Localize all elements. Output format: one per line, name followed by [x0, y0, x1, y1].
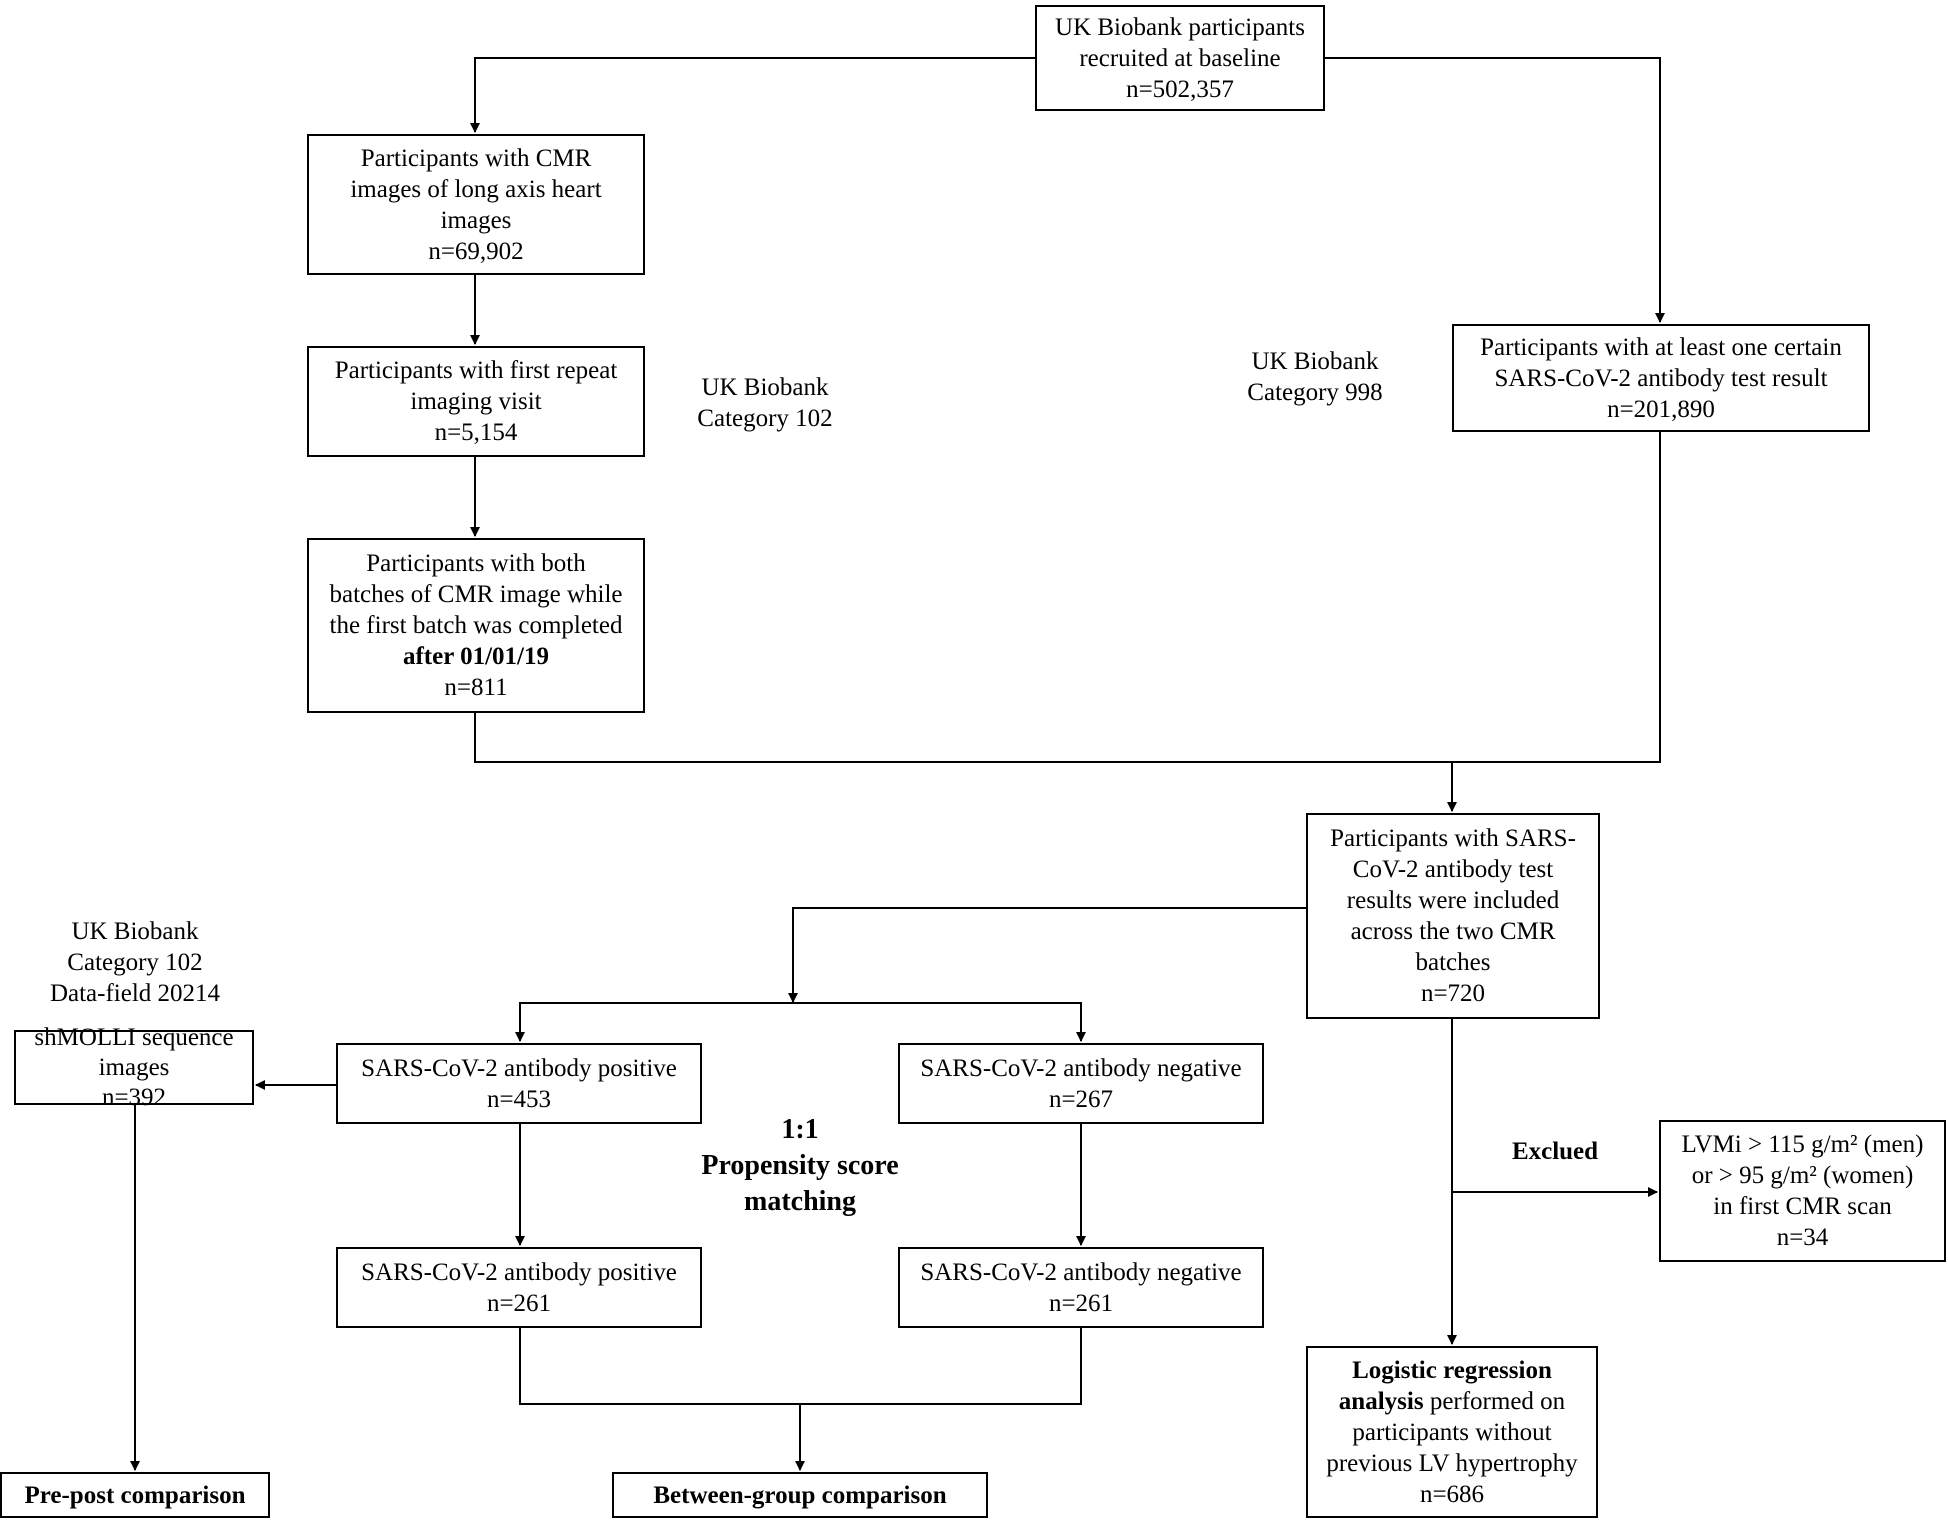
box-shmolli-images: shMOLLI sequence images n=392 — [14, 1024, 254, 1111]
line-both-merge — [474, 432, 1661, 763]
box-cmr-long-axis: Participants with CMR images of long axi… — [307, 134, 645, 275]
line-pos2-neg2-merge — [519, 1328, 1082, 1405]
box-both-batches: Participants with both batches of CMR im… — [307, 538, 645, 713]
label-category-102: UK Biobank Category 102 — [697, 374, 833, 432]
box-pre-post-comparison: Pre-post comparison — [0, 1472, 270, 1518]
box-antibody-positive-initial: SARS-CoV-2 antibody positive n=453 — [336, 1043, 702, 1124]
box-included-participants: Participants with SARS- CoV-2 antibody t… — [1306, 813, 1600, 1019]
box-antibody-test-result: Participants with at least one certain S… — [1452, 324, 1870, 432]
arrow-baseline-to-cmr — [470, 57, 1035, 133]
box-antibody-negative-matched: SARS-CoV-2 antibody negative n=261 — [898, 1247, 1264, 1328]
arrow-split-to-pos1 — [519, 1002, 1086, 1042]
logistic-line-2: analysis performed on — [1338, 1387, 1566, 1415]
box-excluded-lvh: LVMi > 115 g/m² (men) or > 95 g/m² (wome… — [1659, 1120, 1946, 1262]
label-category-102-datafield: UK Biobank Category 102 Data-field 20214 — [49, 918, 221, 1007]
box-baseline-participants: UK Biobank participants recruited at bas… — [1035, 5, 1325, 111]
label-excluded: Exclued — [1511, 1138, 1599, 1165]
arrow-baseline-to-antibody — [1325, 57, 1665, 323]
box-antibody-positive-matched: SARS-CoV-2 antibody positive n=261 — [336, 1247, 702, 1328]
box-antibody-negative-initial: SARS-CoV-2 antibody negative n=267 — [898, 1043, 1264, 1124]
box-first-repeat-imaging: Participants with first repeat imaging v… — [307, 346, 645, 457]
box-logistic-regression: Logistic regression analysis performed o… — [1306, 1346, 1598, 1518]
label-category-998: UK Biobank Category 998 — [1247, 348, 1383, 406]
box-between-group-comparison: Between-group comparison — [612, 1472, 988, 1518]
label-propensity-score-matching: 1:1 Propensity score matching — [701, 1114, 899, 1217]
arrow-included-to-split — [788, 907, 1306, 1003]
